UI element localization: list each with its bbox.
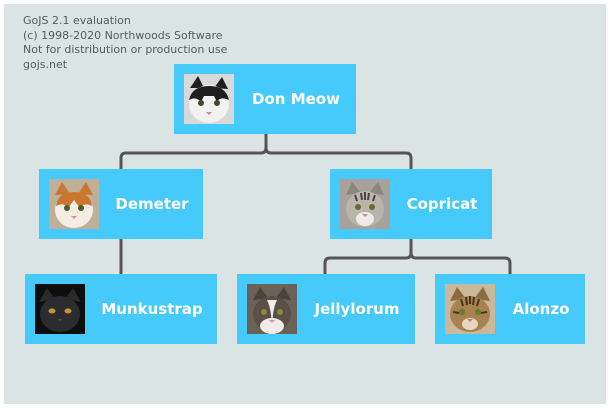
node-name-copricat: Copricat bbox=[406, 195, 478, 213]
cat-grey-tabby-icon bbox=[340, 179, 390, 229]
cat-photo bbox=[35, 284, 85, 334]
tree-links bbox=[119, 134, 512, 274]
cat-photo bbox=[247, 284, 297, 334]
link-don-meow-demeter bbox=[119, 134, 268, 169]
watermark-line-1: GoJS 2.1 evaluation bbox=[23, 14, 131, 27]
diagram-canvas[interactable]: GoJS 2.1 evaluation (c) 1998-2020 Northw… bbox=[4, 4, 606, 404]
evaluation-watermark: GoJS 2.1 evaluation (c) 1998-2020 Northw… bbox=[23, 14, 227, 72]
watermark-line-2: (c) 1998-2020 Northwoods Software bbox=[23, 28, 223, 42]
cat-photo bbox=[445, 284, 495, 334]
node-demeter[interactable]: Demeter bbox=[39, 169, 203, 239]
link-copricat-jellylorum bbox=[323, 239, 413, 274]
node-munkustrap[interactable]: Munkustrap bbox=[25, 274, 217, 344]
cat-photo bbox=[340, 179, 390, 229]
watermark-line-4: gojs.net bbox=[23, 57, 68, 71]
node-name-jellylorum: Jellylorum bbox=[314, 300, 400, 318]
link-don-meow-copricat bbox=[264, 134, 413, 169]
node-name-don-meow: Don Meow bbox=[252, 90, 340, 108]
cat-photo bbox=[49, 179, 99, 229]
node-don-meow[interactable]: Don Meow bbox=[174, 64, 356, 134]
cat-black-icon bbox=[35, 284, 85, 334]
cat-tabby-white-icon bbox=[247, 284, 297, 334]
cat-orange-white-icon bbox=[49, 179, 99, 229]
node-jellylorum[interactable]: Jellylorum bbox=[237, 274, 415, 344]
node-alonzo[interactable]: Alonzo bbox=[435, 274, 585, 344]
cat-photo bbox=[184, 74, 234, 124]
watermark-line-3: Not for distribution or production use bbox=[23, 43, 228, 56]
cat-brown-tabby-icon bbox=[445, 284, 495, 334]
node-name-demeter: Demeter bbox=[115, 195, 189, 213]
node-name-alonzo: Alonzo bbox=[512, 300, 570, 318]
cat-black-white-icon bbox=[184, 74, 234, 124]
node-name-munkustrap: Munkustrap bbox=[101, 300, 203, 318]
node-copricat[interactable]: Copricat bbox=[330, 169, 492, 239]
link-copricat-alonzo bbox=[409, 239, 512, 274]
